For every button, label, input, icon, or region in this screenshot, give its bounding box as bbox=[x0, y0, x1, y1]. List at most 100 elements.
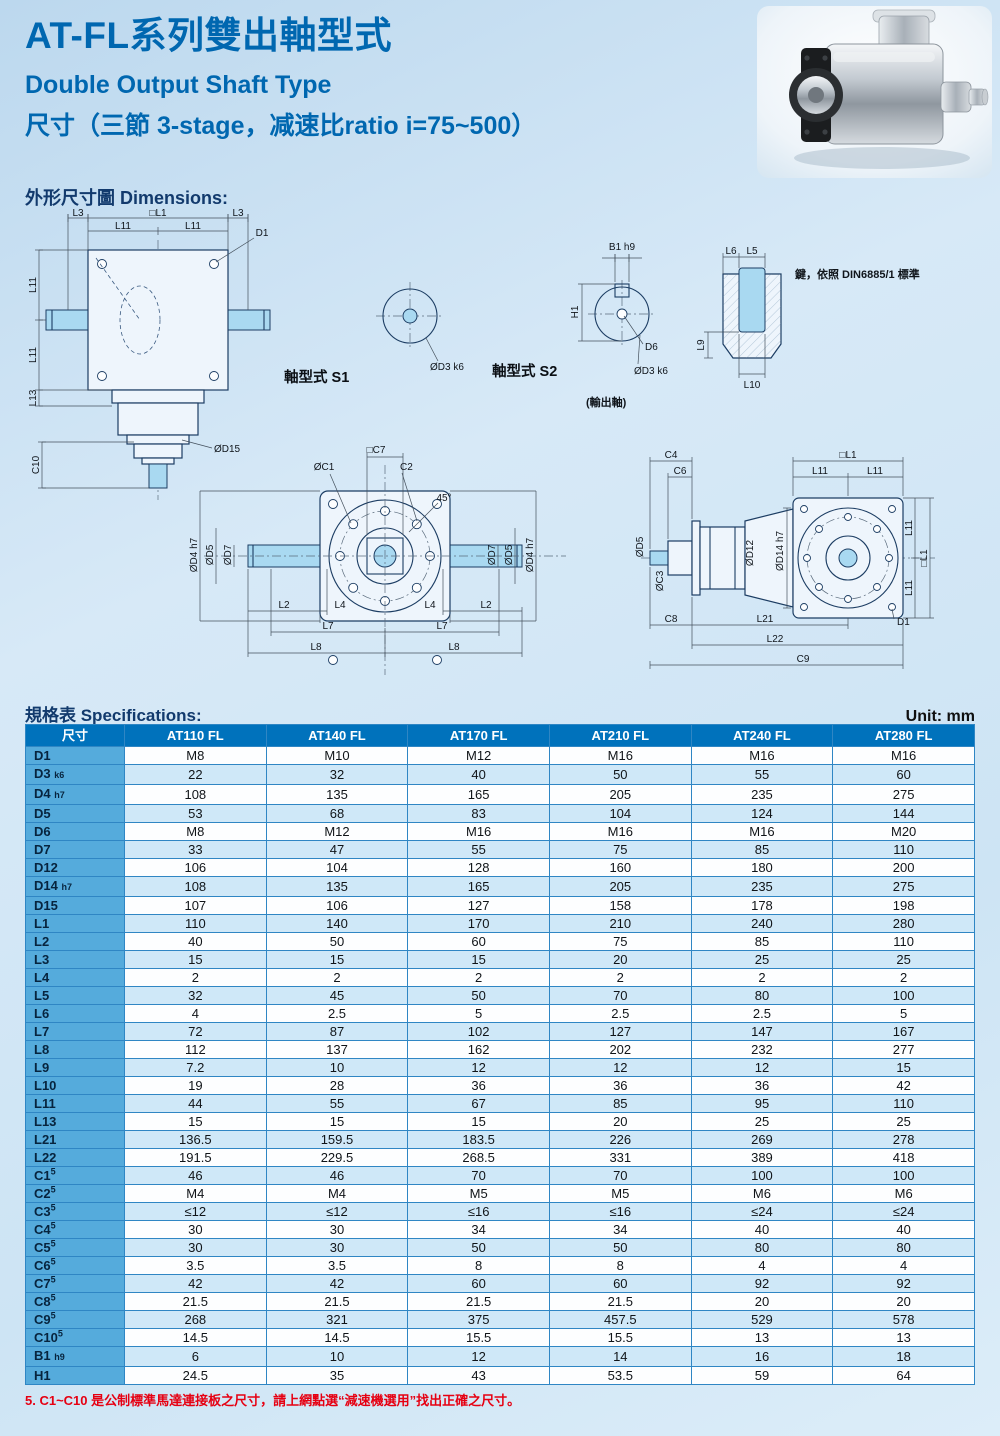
cell-h1-at280-fl: 64 bbox=[832, 1366, 975, 1385]
cell-l5-at140-fl: 45 bbox=[265, 986, 409, 1005]
cell-c9-at280-fl: 578 bbox=[832, 1310, 975, 1329]
cell-c7-at110-fl: 42 bbox=[124, 1274, 267, 1293]
cell-d15-at140-fl: 106 bbox=[265, 896, 409, 915]
dim-h1: H1 bbox=[570, 305, 581, 318]
key-dimension-lines bbox=[704, 253, 766, 378]
cell-l22-at110-fl: 191.5 bbox=[124, 1148, 267, 1167]
cell-l21-at110-fl: 136.5 bbox=[124, 1130, 267, 1149]
cell-c1-at140-fl: 46 bbox=[265, 1166, 409, 1185]
front-view-dimension-lines bbox=[35, 214, 255, 489]
row-label-c3: C35 bbox=[25, 1202, 125, 1221]
cell-d15-at170-fl: 127 bbox=[407, 896, 550, 915]
dim-l1-top: □L1 bbox=[149, 208, 167, 219]
dim-l22: L22 bbox=[767, 634, 784, 645]
drawing-front-view: L3 □L1 L3 L11 L11 D1 L11 L11 L13 C10 ØD1… bbox=[28, 208, 271, 500]
cell-l1-at280-fl: 280 bbox=[832, 914, 975, 933]
cell-l10-at110-fl: 19 bbox=[124, 1076, 267, 1095]
cell-l11-at140-fl: 55 bbox=[265, 1094, 409, 1113]
cell-l1-at170-fl: 170 bbox=[407, 914, 550, 933]
cell-c8-at140-fl: 21.5 bbox=[265, 1292, 409, 1311]
cell-l13-at210-fl: 20 bbox=[548, 1112, 692, 1131]
drawing-flange-view: □C7 C2 ØC1 45° ØD4 h7 ØD5 ØD7 ØD7 ØD5 ØD… bbox=[189, 445, 566, 675]
cell-l11-at210-fl: 85 bbox=[548, 1094, 692, 1113]
cell-d1-at140-fl: M10 bbox=[265, 746, 409, 765]
dim-l6: L6 bbox=[725, 246, 737, 257]
col-header-at210-fl: AT210 FL bbox=[548, 724, 692, 747]
dim-c8: C8 bbox=[665, 614, 678, 625]
cell-l10-at280-fl: 42 bbox=[832, 1076, 975, 1095]
cell-c3-at140-fl: ≤12 bbox=[265, 1202, 409, 1221]
cell-b1-at170-fl: 12 bbox=[407, 1346, 550, 1367]
cell-d15-at280-fl: 198 bbox=[832, 896, 975, 915]
cell-c1-at240-fl: 100 bbox=[690, 1166, 834, 1185]
cell-l1-at110-fl: 110 bbox=[124, 914, 267, 933]
flange-dimension-lines bbox=[199, 453, 537, 657]
cell-l10-at170-fl: 36 bbox=[407, 1076, 550, 1095]
dim-l13: L13 bbox=[28, 389, 39, 406]
row-label-l3: L3 bbox=[25, 950, 125, 969]
flange-shafts bbox=[247, 544, 523, 568]
cell-c9-at240-fl: 529 bbox=[690, 1310, 834, 1329]
dim-l8-left: L8 bbox=[310, 642, 322, 653]
dim-l1-top-side: □L1 bbox=[839, 450, 857, 461]
cell-c1-at110-fl: 46 bbox=[124, 1166, 267, 1185]
dim-l11-top-right-side: L11 bbox=[867, 466, 883, 477]
dim-c2: C2 bbox=[400, 462, 413, 473]
cell-l21-at280-fl: 278 bbox=[832, 1130, 975, 1149]
row-label-c10: C105 bbox=[25, 1328, 125, 1347]
cell-c4-at210-fl: 34 bbox=[548, 1220, 692, 1239]
s1-center-bore bbox=[402, 308, 418, 324]
cell-d6-at170-fl: M16 bbox=[407, 822, 550, 841]
cell-d3-at170-fl: 40 bbox=[407, 764, 550, 785]
cell-l22-at240-fl: 389 bbox=[690, 1148, 834, 1167]
cell-l11-at240-fl: 95 bbox=[690, 1094, 834, 1113]
flange-dimension-labels: □C7 C2 ØC1 45° ØD4 h7 ØD5 ØD7 ØD7 ØD5 ØD… bbox=[189, 445, 536, 653]
cell-l4-at140-fl: 2 bbox=[265, 968, 409, 987]
cell-l4-at280-fl: 2 bbox=[832, 968, 975, 987]
cell-d12-at170-fl: 128 bbox=[407, 858, 550, 877]
cell-l9-at140-fl: 10 bbox=[265, 1058, 409, 1077]
row-label-c8: C85 bbox=[25, 1292, 125, 1311]
cell-l6-at240-fl: 2.5 bbox=[690, 1004, 834, 1023]
cell-d5-at280-fl: 144 bbox=[832, 804, 975, 823]
front-view-dimension-labels: L3 □L1 L3 L11 L11 D1 L11 L11 L13 C10 ØD1… bbox=[28, 208, 269, 474]
row-label-d15: D15 bbox=[25, 896, 125, 915]
dim-l21: L21 bbox=[757, 614, 774, 625]
dim-l10: L10 bbox=[744, 380, 761, 391]
cell-l9-at280-fl: 15 bbox=[832, 1058, 975, 1077]
cell-d7-at240-fl: 85 bbox=[690, 840, 834, 859]
cell-l2-at140-fl: 50 bbox=[265, 932, 409, 951]
cell-c1-at210-fl: 70 bbox=[548, 1166, 692, 1185]
cell-c7-at210-fl: 60 bbox=[548, 1274, 692, 1293]
cell-d5-at170-fl: 83 bbox=[407, 804, 550, 823]
cell-c3-at210-fl: ≤16 bbox=[548, 1202, 692, 1221]
cell-c10-at280-fl: 13 bbox=[832, 1328, 975, 1347]
row-label-c5: C55 bbox=[25, 1238, 125, 1257]
cell-c3-at280-fl: ≤24 bbox=[832, 1202, 975, 1221]
dim-l8-right: L8 bbox=[448, 642, 460, 653]
cell-c9-at170-fl: 375 bbox=[407, 1310, 550, 1329]
row-label-l1: L1 bbox=[25, 914, 125, 933]
cell-c6-at280-fl: 4 bbox=[832, 1256, 975, 1275]
dim-c7: □C7 bbox=[367, 445, 386, 456]
dimension-drawings: L3 □L1 L3 L11 L11 D1 L11 L11 L13 C10 ØD1… bbox=[25, 208, 975, 702]
cell-d4-at140-fl: 135 bbox=[265, 784, 409, 805]
cell-c2-at210-fl: M5 bbox=[548, 1184, 692, 1203]
cell-d7-at110-fl: 33 bbox=[124, 840, 267, 859]
cell-h1-at140-fl: 35 bbox=[265, 1366, 409, 1385]
cell-l7-at210-fl: 127 bbox=[548, 1022, 692, 1041]
front-view-gearbox-body bbox=[87, 249, 229, 391]
cell-c2-at140-fl: M4 bbox=[265, 1184, 409, 1203]
cell-c5-at210-fl: 50 bbox=[548, 1238, 692, 1257]
cell-l3-at110-fl: 15 bbox=[124, 950, 267, 969]
dim-l4-right: L4 bbox=[424, 600, 436, 611]
dim-d3-s1: ØD3 k6 bbox=[430, 362, 464, 373]
cell-l4-at210-fl: 2 bbox=[548, 968, 692, 987]
row-label-d14: D14 h7 bbox=[25, 876, 125, 897]
